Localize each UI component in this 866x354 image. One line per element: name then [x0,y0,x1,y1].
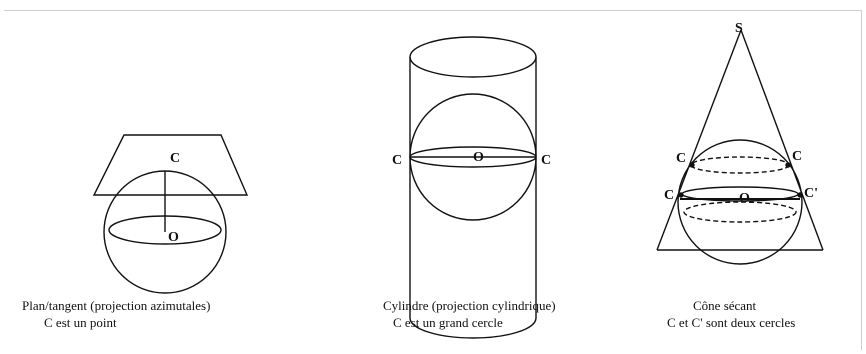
cylinder-bottom [409,317,537,339]
plan-caption-line2: C est un point [44,315,117,330]
cylinder-top [409,36,537,78]
cone-left-side [656,29,742,251]
cone-apex-label: S [735,21,743,36]
cone-lower-right-dot [797,192,803,198]
cone-upper-circle [690,156,790,174]
cone-caption-line2: C et C' sont deux cercles [667,315,796,330]
cone-caption-line1: Cône sécant [693,298,757,313]
cone-upper-right-label: C [792,149,802,164]
cylinder-right-label: C [541,153,551,168]
figure-frame [4,10,862,350]
cone-lower-left-dot [678,192,684,198]
plan-figure: C O [92,134,249,294]
cone-figure: S C C C C' O [656,21,824,265]
cone-upper-left-dot [689,162,695,168]
cylinder-center-label: O [473,150,484,165]
cone-upper-left-label: C [676,151,686,166]
cone-right-side [740,29,824,251]
plan-caption: Plan/tangent (projection azimutales) C e… [22,297,210,331]
cone-upper-right-dot [785,162,791,168]
cylinder-figure: C C O [392,36,551,339]
cylinder-caption-line1: Cylindre (projection cylindrique) [383,298,556,313]
cone-mid-circle [683,201,797,223]
cone-lower-right-label: C' [804,186,818,201]
cone-caption: Cône sécant C et C' sont deux cercles [667,297,795,331]
cone-sphere [677,139,803,265]
plan-center-label: O [168,230,179,245]
plan-point-label: C [170,151,180,166]
plan-caption-line1: Plan/tangent (projection azimutales) [22,298,211,313]
cone-lower-left-label: C [664,188,674,203]
cylinder-caption-line2: C est un grand cercle [393,315,503,330]
tangent-plane [92,134,249,196]
cone-center-label: O [739,191,750,206]
cylinder-caption: Cylindre (projection cylindrique) C est … [383,297,556,331]
cylinder-left-label: C [392,153,402,168]
